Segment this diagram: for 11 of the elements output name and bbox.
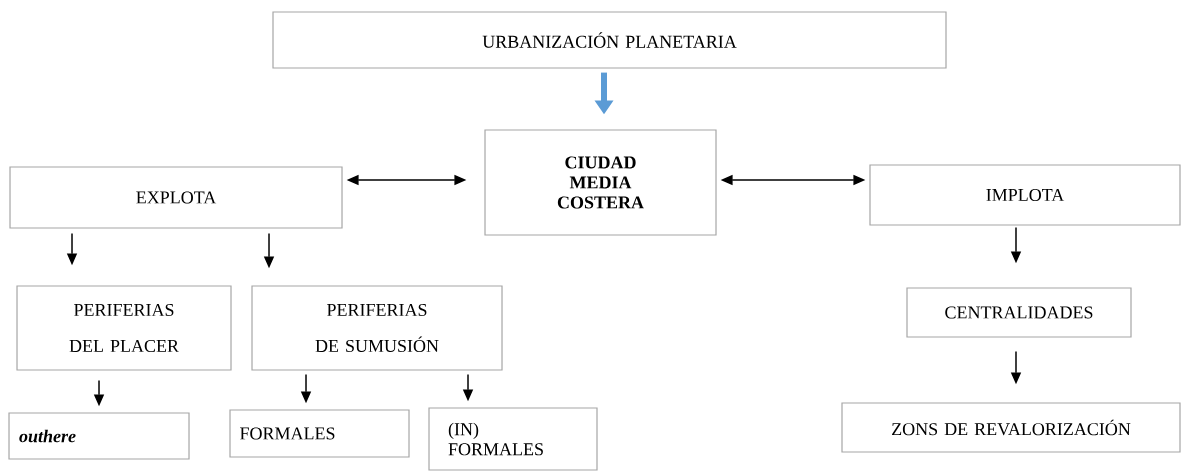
text-box: FORMALES xyxy=(229,409,410,458)
text-box: EXPLOTA xyxy=(9,166,343,229)
text-box: PERIFERIAS DEL PLACER xyxy=(16,285,232,371)
text-box: outhere xyxy=(8,412,190,460)
text-box: CIUDAD MEDIA COSTERA xyxy=(484,129,717,236)
text-box: ZONS DE REVALORIZACIÓN xyxy=(841,402,1181,453)
text-box: IMPLOTA xyxy=(869,164,1181,226)
text-box: PERIFERIAS DE SUMUSIÓN xyxy=(251,285,503,371)
text-box: URBANIZACIÓN PLANETARIA xyxy=(272,11,947,69)
text-box: CENTRALIDADES xyxy=(906,287,1132,338)
text-box: (IN) FORMALES xyxy=(428,407,598,471)
